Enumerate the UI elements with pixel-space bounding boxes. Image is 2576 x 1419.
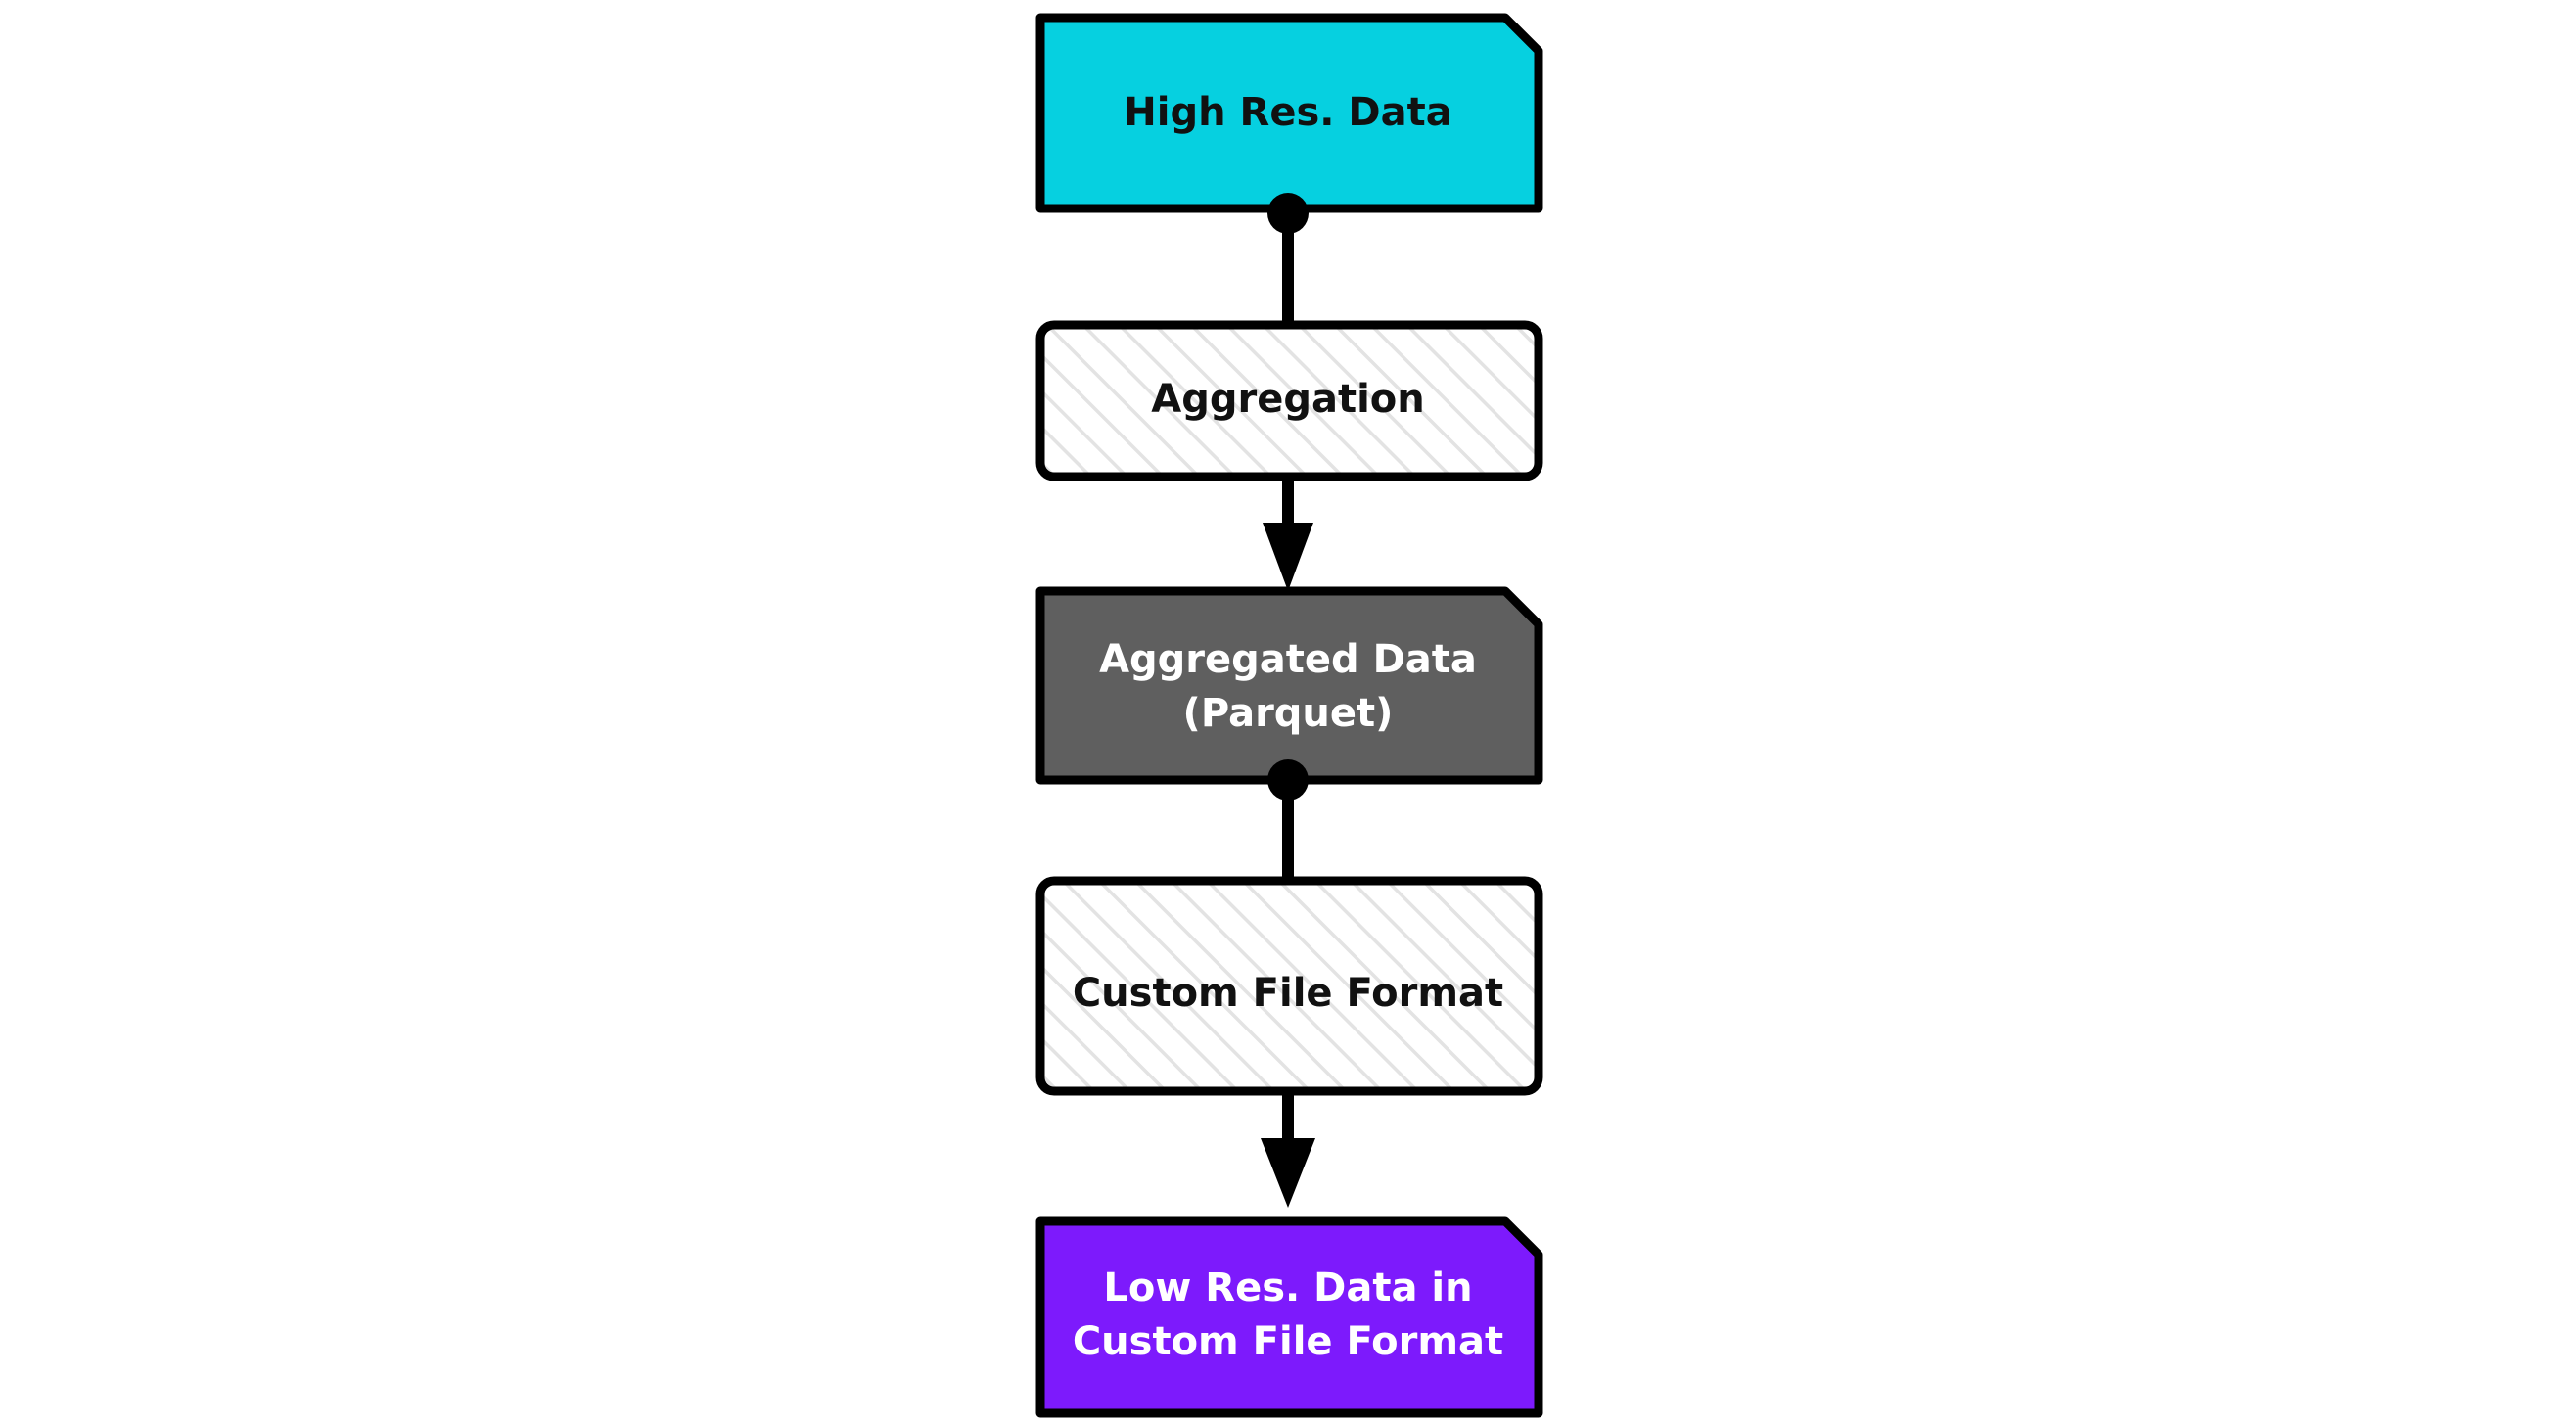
node-aggregation[interactable]: Aggregation	[1035, 320, 1543, 481]
arrow-head-icon	[1261, 1138, 1315, 1208]
node-label-aggregated-data-line2: (Parquet)	[1183, 691, 1394, 736]
node-high-res-data[interactable]: High Res. Data	[1035, 13, 1543, 213]
connector-dot-high-res-data	[1267, 193, 1309, 234]
edge-custom-file-format-to-low-res-data	[1261, 1084, 1315, 1208]
node-low-res-data-custom-file-format[interactable]: Low Res. Data in Custom File Format	[1035, 1216, 1543, 1418]
node-shape	[1035, 320, 1543, 481]
node-aggregated-data-parquet[interactable]: Aggregated Data (Parquet)	[1035, 586, 1543, 785]
node-label-aggregation: Aggregation	[1151, 377, 1425, 422]
node-label-aggregated-data-line1: Aggregated Data	[1099, 637, 1477, 682]
node-shape	[1035, 13, 1543, 213]
node-shape	[1035, 586, 1543, 785]
node-label-low-res-data-line1: Low Res. Data in	[1103, 1265, 1472, 1310]
node-label-custom-file-format: Custom File Format	[1073, 971, 1503, 1016]
node-custom-file-format[interactable]: Custom File Format	[1035, 876, 1543, 1096]
node-shape	[1035, 876, 1543, 1096]
connector-dot-aggregated-data	[1267, 759, 1309, 801]
node-label-low-res-data-line2: Custom File Format	[1073, 1319, 1503, 1364]
node-label-high-res-data: High Res. Data	[1124, 90, 1451, 135]
node-shape	[1035, 1216, 1543, 1418]
arrow-head-icon	[1263, 523, 1313, 591]
